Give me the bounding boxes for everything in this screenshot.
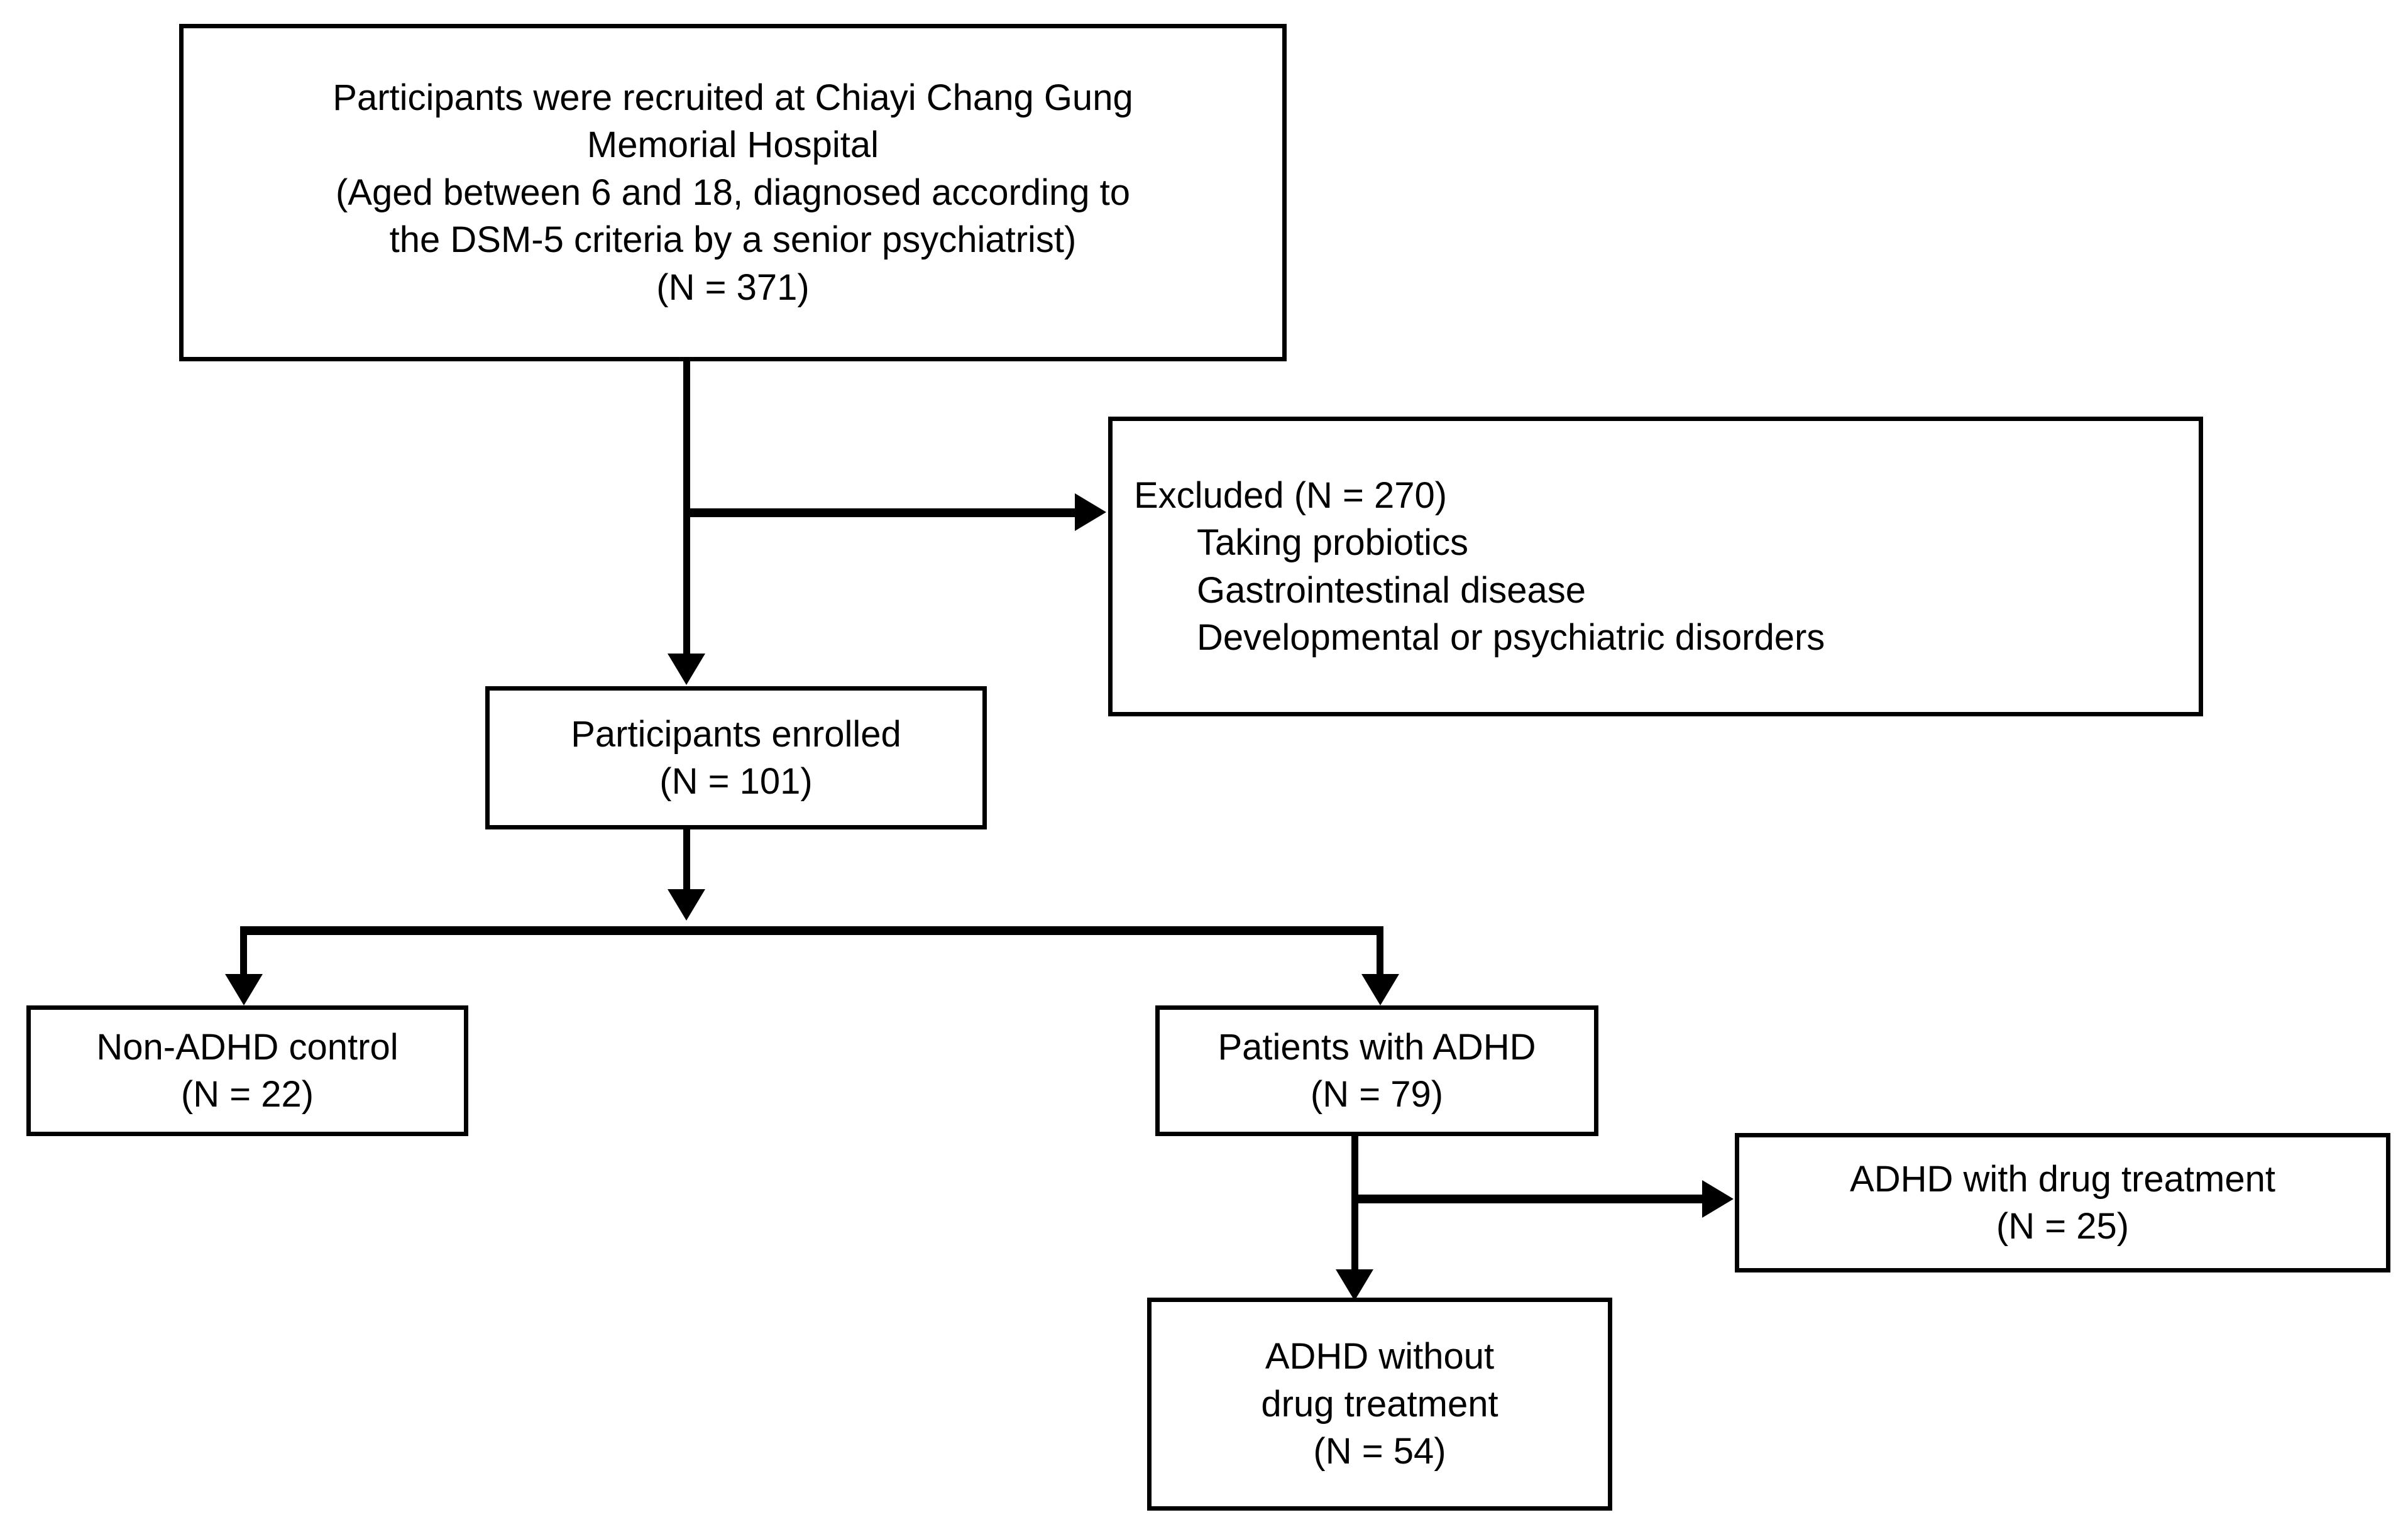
connector-adhd-to-drug [1351, 1195, 1707, 1203]
arrowhead-split-to-adhd [1361, 974, 1399, 1005]
control-label: Non-ADHD control [96, 1026, 399, 1068]
adhd-count: (N = 79) [1310, 1074, 1444, 1115]
excluded-reason-1: Taking probiotics [1197, 522, 1468, 564]
recruited-line-3: (Aged between 6 and 18, diagnosed accord… [335, 172, 1131, 213]
recruited-count: (N = 371) [656, 266, 810, 308]
arrowhead-recruited-to-enrolled [668, 654, 705, 685]
connector-enrolled-split-bar [240, 926, 1383, 935]
excluded-reason-3: Developmental or psychiatric disorders [1197, 616, 1825, 658]
patients-with-adhd-box: Patients with ADHD (N = 79) [1155, 1005, 1598, 1136]
arrowhead-adhd-to-drug [1702, 1180, 1734, 1218]
adhd-with-drug-treatment-box: ADHD with drug treatment (N = 25) [1735, 1133, 2390, 1272]
recruited-box: Participants were recruited at Chiayi Ch… [179, 24, 1287, 361]
adhd-without-drug-treatment-box: ADHD without drug treatment (N = 54) [1147, 1298, 1612, 1511]
connector-split-to-adhd [1377, 926, 1383, 977]
connector-recruited-to-excluded [683, 508, 1079, 517]
adhd-nodrug-line-2: drug treatment [1261, 1383, 1498, 1425]
excluded-reason-2: Gastrointestinal disease [1197, 569, 1586, 611]
adhd-drug-count: (N = 25) [1996, 1206, 2130, 1247]
connector-split-to-control [240, 926, 247, 977]
connector-adhd-stem [1351, 1136, 1358, 1293]
excluded-heading: Excluded (N = 270) [1134, 474, 1448, 516]
arrowhead-adhd-to-nodrug [1336, 1269, 1373, 1301]
enrolled-label: Participants enrolled [571, 713, 901, 755]
recruited-line-4: the DSM-5 criteria by a senior psychiatr… [389, 219, 1077, 261]
adhd-nodrug-line-1: ADHD without [1265, 1336, 1495, 1377]
adhd-nodrug-count: (N = 54) [1313, 1431, 1446, 1472]
enrolled-box: Participants enrolled (N = 101) [485, 686, 987, 829]
adhd-drug-label: ADHD with drug treatment [1850, 1158, 2275, 1200]
control-count: (N = 22) [180, 1074, 314, 1115]
enrolled-count: (N = 101) [659, 761, 813, 802]
arrowhead-enrolled-split [668, 889, 705, 921]
connector-enrolled-stem [683, 829, 690, 892]
adhd-label: Patients with ADHD [1218, 1026, 1536, 1068]
non-adhd-control-box: Non-ADHD control (N = 22) [26, 1005, 468, 1136]
arrowhead-split-to-control [225, 974, 263, 1005]
arrowhead-recruited-to-excluded [1075, 493, 1106, 531]
recruited-line-2: Memorial Hospital [586, 124, 879, 166]
excluded-box: Excluded (N = 270) Taking probiotics Gas… [1108, 417, 2203, 716]
recruited-line-1: Participants were recruited at Chiayi Ch… [333, 77, 1133, 119]
